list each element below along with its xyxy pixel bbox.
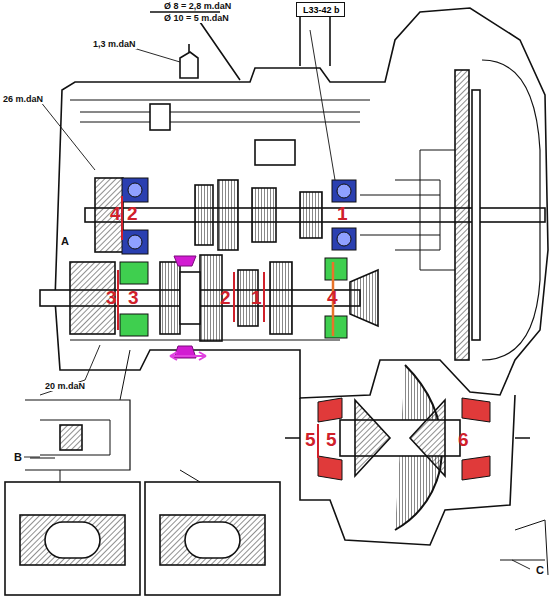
view-letter: C	[535, 565, 545, 576]
callout-number: 2	[127, 204, 138, 223]
reference-box: L33-42 b	[296, 2, 345, 17]
view-letter: B	[13, 452, 23, 463]
callout-number: 3	[106, 288, 117, 307]
torque-note: Ø 8 = 2,8 m.daN	[163, 2, 232, 11]
torque-note: 1,3 m.daN	[92, 40, 137, 49]
callout-number: 4	[327, 288, 338, 307]
torque-note: 26 m.daN	[2, 95, 44, 104]
callout-number: 2	[220, 288, 231, 307]
callout-number: 1	[251, 288, 262, 307]
callout-number: 3	[128, 288, 139, 307]
callout-number: 5	[305, 430, 316, 449]
reference-code: L33-42 b	[303, 6, 338, 15]
torque-note: Ø 10 = 5 m.daN	[163, 14, 230, 23]
callout-number: 4	[110, 204, 121, 223]
torque-note: 20 m.daN	[44, 382, 86, 391]
view-letter: A	[60, 236, 70, 247]
callout-number: 6	[458, 430, 469, 449]
callout-number: 5	[326, 430, 337, 449]
callout-number: 1	[337, 204, 348, 223]
